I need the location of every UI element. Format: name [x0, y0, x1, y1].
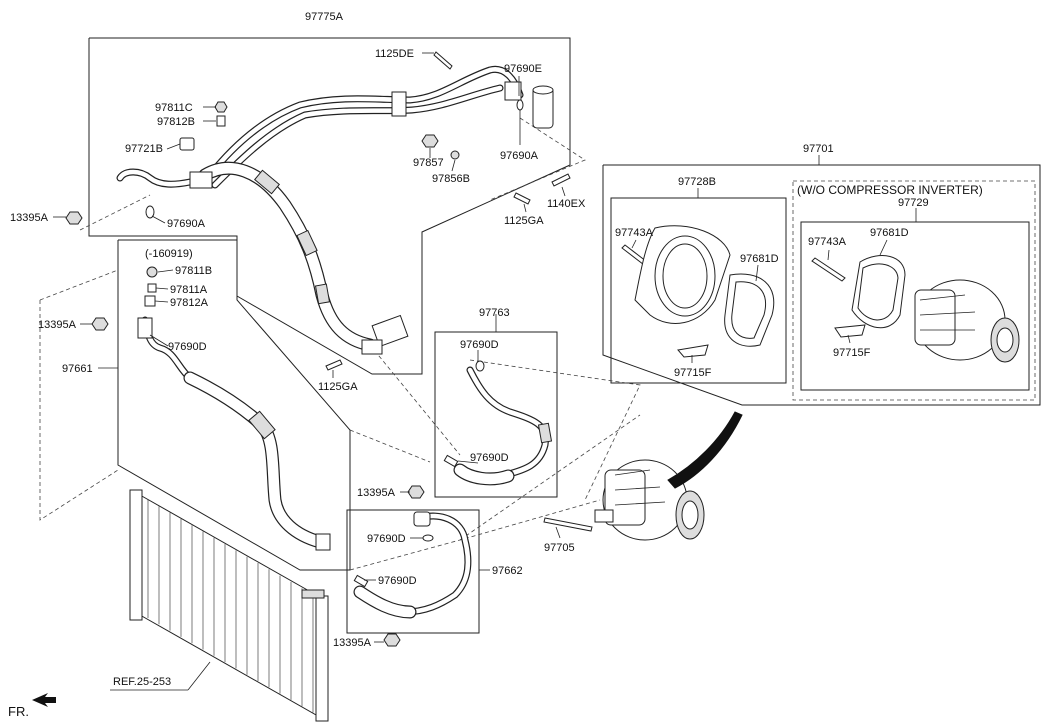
frame-97701: [602, 164, 1041, 406]
label-13395A-bot: 13395A: [333, 637, 372, 649]
receiver-drier: [532, 85, 554, 129]
label-97775A: 97775A: [305, 11, 344, 23]
label-13395A-mid: 13395A: [38, 319, 77, 331]
label-97812A: 97812A: [170, 297, 209, 309]
assembly-arrow: [667, 411, 743, 489]
label-97811C: 97811C: [155, 102, 193, 114]
label-97763: 97763: [479, 307, 510, 319]
label-97728B: 97728B: [678, 176, 716, 188]
condenser: [129, 489, 329, 722]
compressor-97729: [834, 255, 1020, 363]
frame-97661: [117, 239, 351, 571]
label-wo-compressor-inverter: (W/O COMPRESSOR INVERTER): [797, 183, 983, 197]
label-97681D-a: 97681D: [740, 253, 779, 265]
label-97856B: 97856B: [432, 173, 470, 185]
leader-lines: [53, 52, 917, 691]
guide-lines: [39, 117, 641, 571]
part-labels: 97775A 1125DE 97690E 97811C 97812B 97721…: [8, 11, 983, 719]
label-97705: 97705: [544, 542, 575, 554]
label-97811A: 97811A: [170, 284, 208, 296]
label-97812B: 97812B: [157, 116, 195, 128]
label-97701: 97701: [803, 143, 834, 155]
label-97690A-left: 97690A: [167, 218, 206, 230]
label-97661: 97661: [62, 363, 93, 375]
label-97811B: 97811B: [175, 265, 212, 277]
inverter-97728B: [634, 225, 775, 358]
label-97690D-763b: 97690D: [470, 452, 509, 464]
label-ref-25-253: REF.25-253: [113, 676, 171, 688]
frame-97775A: [88, 37, 571, 375]
hose-97763: [453, 366, 553, 486]
label-97857: 97857: [413, 157, 444, 169]
label-97715F-a: 97715F: [674, 367, 712, 379]
label-97690A-top: 97690A: [500, 150, 539, 162]
front-arrow-icon: [32, 693, 56, 707]
label-97681D-b: 97681D: [870, 227, 909, 239]
label-97743A-b: 97743A: [808, 236, 847, 248]
label-13395A-low: 13395A: [357, 487, 396, 499]
label-97721B: 97721B: [125, 143, 163, 155]
nut-icon: [65, 101, 460, 647]
label-fr: FR.: [8, 704, 29, 719]
label-97729: 97729: [898, 197, 929, 209]
compressor: [594, 459, 705, 541]
label-97715F-b: 97715F: [833, 347, 871, 359]
pipe-assembly-97775A: [116, 65, 524, 355]
hose-97662: [353, 511, 472, 619]
label-97690D-left: 97690D: [168, 341, 207, 353]
hose-97661: [137, 316, 331, 551]
label-160919: (-160919): [145, 248, 193, 260]
label-1125DE: 1125DE: [375, 48, 414, 60]
label-1125GA-top: 1125GA: [504, 215, 544, 227]
label-1125GA-mid: 1125GA: [318, 381, 358, 393]
o-ring-icon: [145, 99, 524, 588]
label-97690D-763a: 97690D: [460, 339, 499, 351]
label-97662: 97662: [492, 565, 523, 577]
label-13395A-top: 13395A: [10, 212, 49, 224]
label-97743A-a: 97743A: [615, 227, 654, 239]
label-97690D-662b: 97690D: [378, 575, 417, 587]
frame-97662: [346, 509, 480, 634]
label-1140EX: 1140EX: [547, 198, 586, 210]
label-97690E: 97690E: [504, 63, 542, 75]
label-97690D-662a: 97690D: [367, 533, 406, 545]
